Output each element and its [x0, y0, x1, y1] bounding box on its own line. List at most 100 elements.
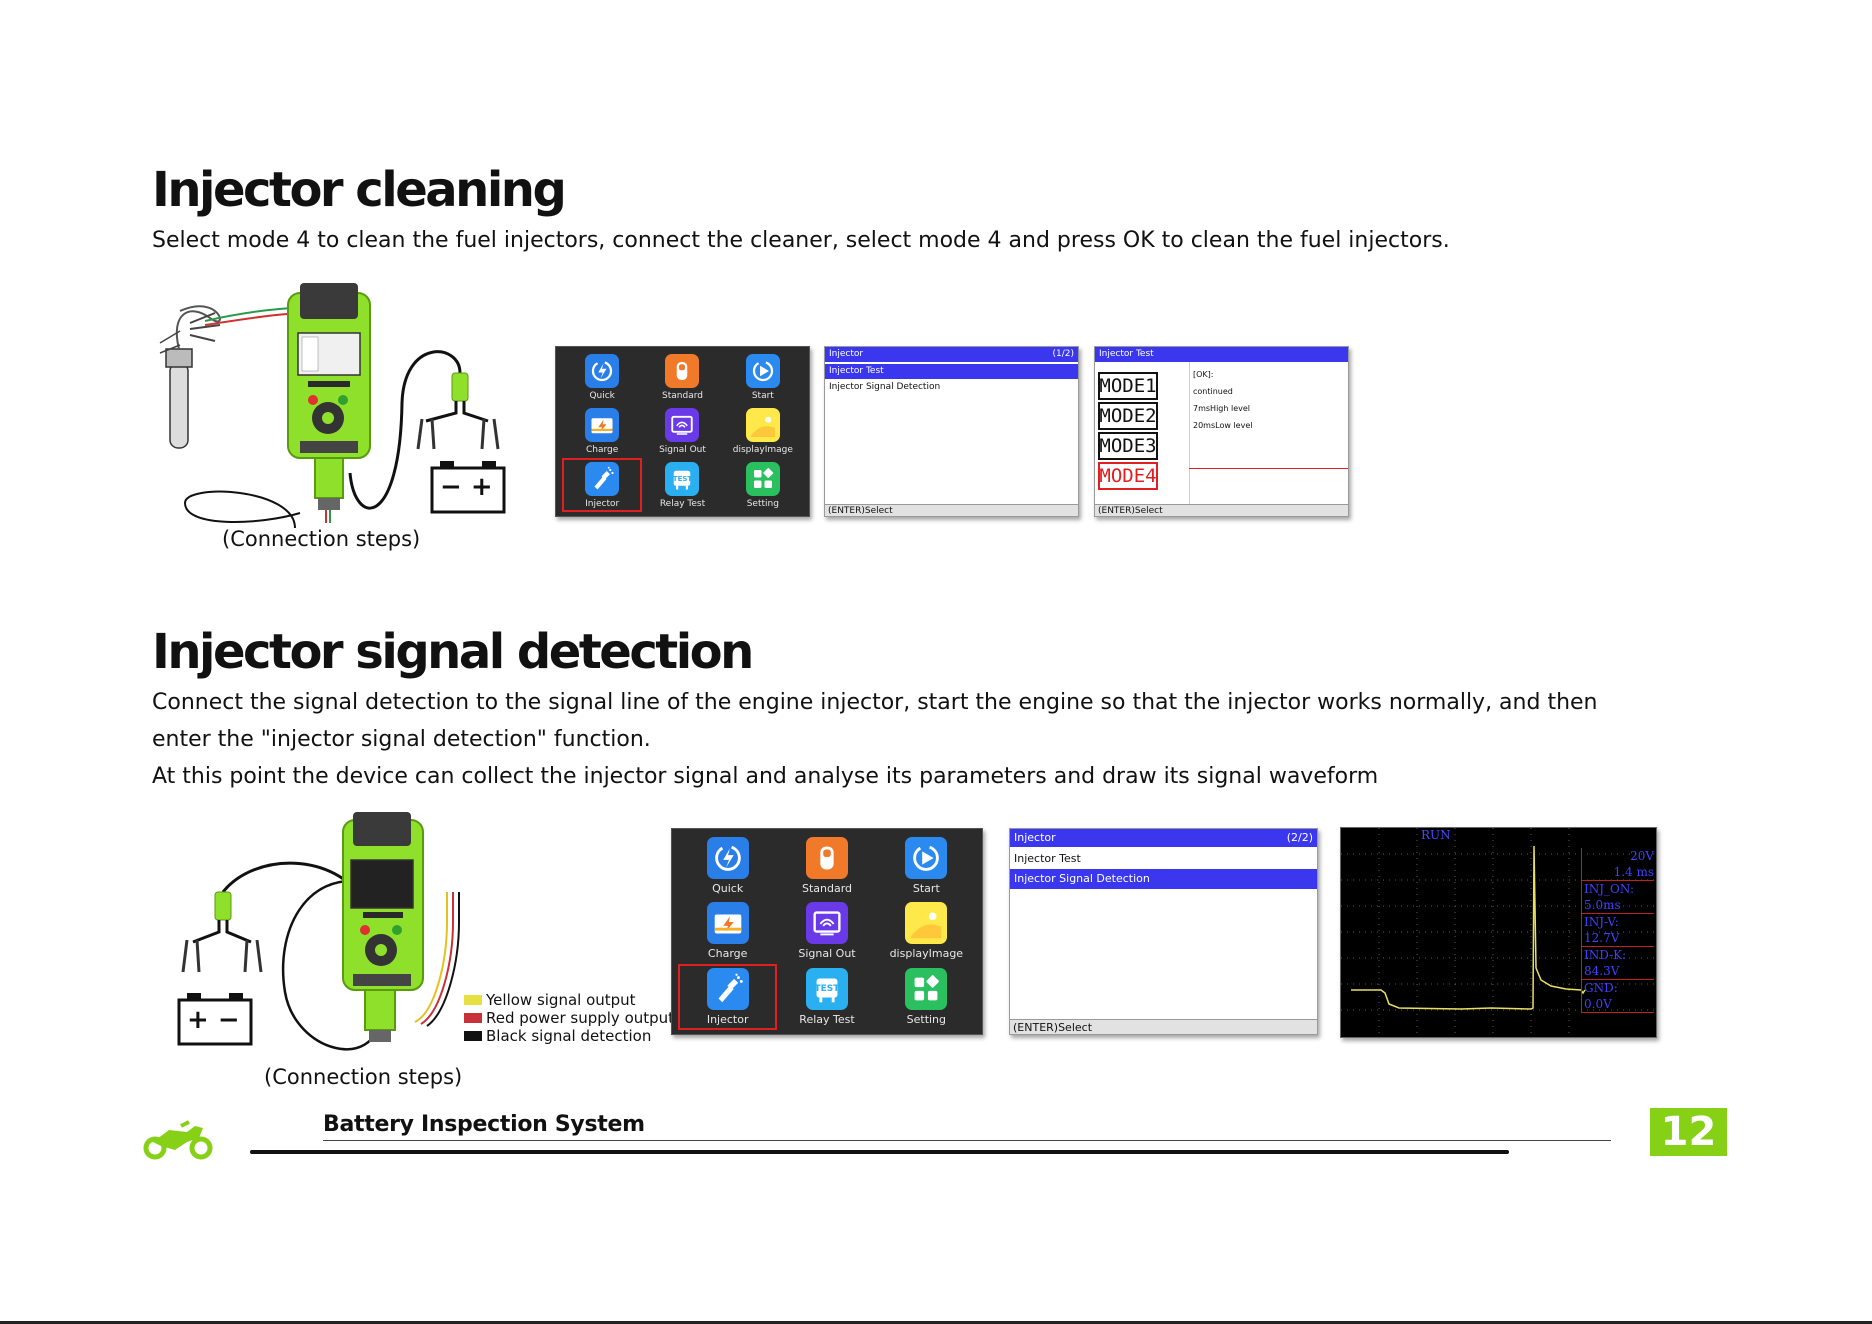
tile-label: Setting — [906, 1013, 947, 1027]
battery-icon — [430, 466, 506, 514]
signal-waveform — [1351, 845, 1586, 1010]
footer-title: Battery Inspection System — [323, 1112, 645, 1137]
svg-text:− +: − + — [440, 472, 493, 502]
signal-out-icon — [805, 902, 848, 945]
tile-start[interactable]: Start — [877, 833, 976, 899]
mode4-option[interactable]: MODE4 — [1098, 462, 1158, 490]
injector-test-screen: Injector Test MODE1 MODE2 MODE3 MODE4 [O… — [1094, 346, 1349, 517]
connection-diagram-cleaning: − + — [159, 283, 506, 528]
display-image-icon — [905, 902, 948, 945]
tile-quick[interactable]: Quick — [678, 833, 777, 899]
mode2-option[interactable]: MODE2 — [1098, 402, 1158, 430]
menu-item-injector-test[interactable]: Injector Test — [1014, 852, 1081, 865]
tile-label: displayImage — [732, 444, 793, 455]
tile-injector[interactable]: Injector — [562, 458, 643, 512]
relay-test-icon: TEST — [805, 968, 848, 1011]
tile-label: displayImage — [889, 947, 964, 961]
mode1-option[interactable]: MODE1 — [1098, 372, 1158, 400]
wire-legend: Yellow signal output Red power supply ou… — [464, 991, 674, 1045]
svg-text:+ −: + − — [187, 1005, 240, 1035]
menu-item-injector-signal-detection[interactable]: Injector Signal Detection — [1010, 869, 1317, 889]
tile-label: Start — [912, 881, 940, 895]
tile-charge[interactable]: Charge — [562, 405, 642, 459]
setting-icon — [905, 968, 948, 1011]
tile-label: Quick — [589, 391, 615, 402]
description-line-2: enter the "injector signal detection" fu… — [152, 727, 651, 752]
start-icon — [745, 354, 780, 389]
info-low-level: 20msLow level — [1193, 421, 1253, 430]
scope-reading: GND: — [1581, 980, 1654, 996]
tile-label: Quick — [712, 881, 744, 895]
legend-yellow: Yellow signal output — [464, 991, 674, 1009]
standard-icon — [805, 836, 848, 879]
quick-icon — [706, 836, 749, 879]
tile-setting[interactable]: Setting — [723, 458, 803, 512]
display-image-icon — [745, 407, 780, 442]
menu-footer-hint: (ENTER)Select — [825, 504, 1078, 516]
info-high-level: 7msHigh level — [1193, 404, 1251, 413]
section-description-multiline: Connect the signal detection to the sign… — [152, 684, 1598, 795]
section-description: Select mode 4 to clean the fuel injector… — [152, 228, 1450, 253]
charge-icon — [585, 407, 620, 442]
tile-injector[interactable]: Injector — [678, 964, 778, 1030]
tester-device-illustration — [342, 812, 424, 1042]
tile-signal-out[interactable]: Signal Out — [777, 899, 876, 965]
fuel-injector-illustration — [159, 305, 221, 449]
scope-reading: 20V — [1581, 848, 1654, 864]
menu-footer-hint: (ENTER)Select — [1010, 1019, 1317, 1034]
menu-item-injector-test[interactable]: Injector Test — [825, 364, 1078, 379]
start-icon — [905, 836, 948, 879]
tile-displayimage[interactable]: displayImage — [877, 899, 976, 965]
tile-label: Injector — [706, 1013, 749, 1027]
tile-quick[interactable]: Quick — [562, 351, 642, 405]
injector-menu-screen-2: Injector (2/2) Injector Test Injector Si… — [1009, 828, 1318, 1035]
tile-relay-test[interactable]: TEST Relay Test — [642, 458, 722, 512]
tile-setting[interactable]: Setting — [877, 964, 976, 1030]
tile-label: Injector — [585, 498, 620, 509]
relay-test-badge: TEST — [814, 984, 840, 995]
mode3-option[interactable]: MODE3 — [1098, 432, 1158, 460]
signal-out-icon — [665, 407, 700, 442]
info-ok-label: [OK]: — [1193, 370, 1214, 379]
info-continued: continued — [1193, 387, 1233, 396]
footer-thick-rule — [250, 1150, 1509, 1154]
relay-test-icon: TEST — [665, 461, 700, 496]
connection-caption: (Connection steps) — [264, 1065, 463, 1089]
scope-reading: INJ-V: — [1581, 914, 1654, 930]
tile-label: Start — [751, 391, 774, 402]
menu-title: Injector — [829, 349, 864, 359]
legend-black: Black signal detection — [464, 1027, 674, 1045]
tile-charge[interactable]: Charge — [678, 899, 777, 965]
description-line-1: Connect the signal detection to the sign… — [152, 690, 1598, 715]
scope-reading: 84.3V — [1581, 963, 1654, 980]
tile-start[interactable]: Start — [723, 351, 803, 405]
tile-displayimage[interactable]: displayImage — [723, 405, 803, 459]
menu-title: Injector — [1014, 831, 1056, 844]
standard-icon — [665, 354, 700, 389]
tile-standard[interactable]: Standard — [777, 833, 876, 899]
tile-standard[interactable]: Standard — [642, 351, 722, 405]
scope-reading: 12.7V — [1581, 930, 1654, 947]
menu-item-injector-signal-detection[interactable]: Injector Signal Detection — [829, 382, 941, 392]
tile-label: Standard — [662, 391, 703, 402]
tile-label: Relay Test — [799, 1013, 855, 1027]
tile-signal-out[interactable]: Signal Out — [642, 405, 722, 459]
tile-label: Relay Test — [659, 498, 706, 509]
tile-relay-test[interactable]: TEST Relay Test — [777, 964, 876, 1030]
page-bottom-border — [0, 1321, 1872, 1324]
tester-device-illustration — [287, 283, 371, 510]
section-title-injector-cleaning: Injector cleaning — [152, 162, 567, 218]
menu-page-indicator: (2/2) — [1286, 831, 1313, 844]
section-title-injector-signal-detection: Injector signal detection — [152, 624, 754, 680]
scope-status: RUN — [1421, 828, 1451, 842]
tile-label: Standard — [801, 881, 853, 895]
injector-icon — [585, 461, 620, 496]
tile-label: Charge — [707, 947, 748, 961]
charge-icon — [706, 902, 749, 945]
tile-label: Signal Out — [798, 947, 856, 961]
test-footer-hint: (ENTER)Select — [1095, 504, 1348, 516]
scope-reading: 0.0V — [1581, 996, 1654, 1013]
